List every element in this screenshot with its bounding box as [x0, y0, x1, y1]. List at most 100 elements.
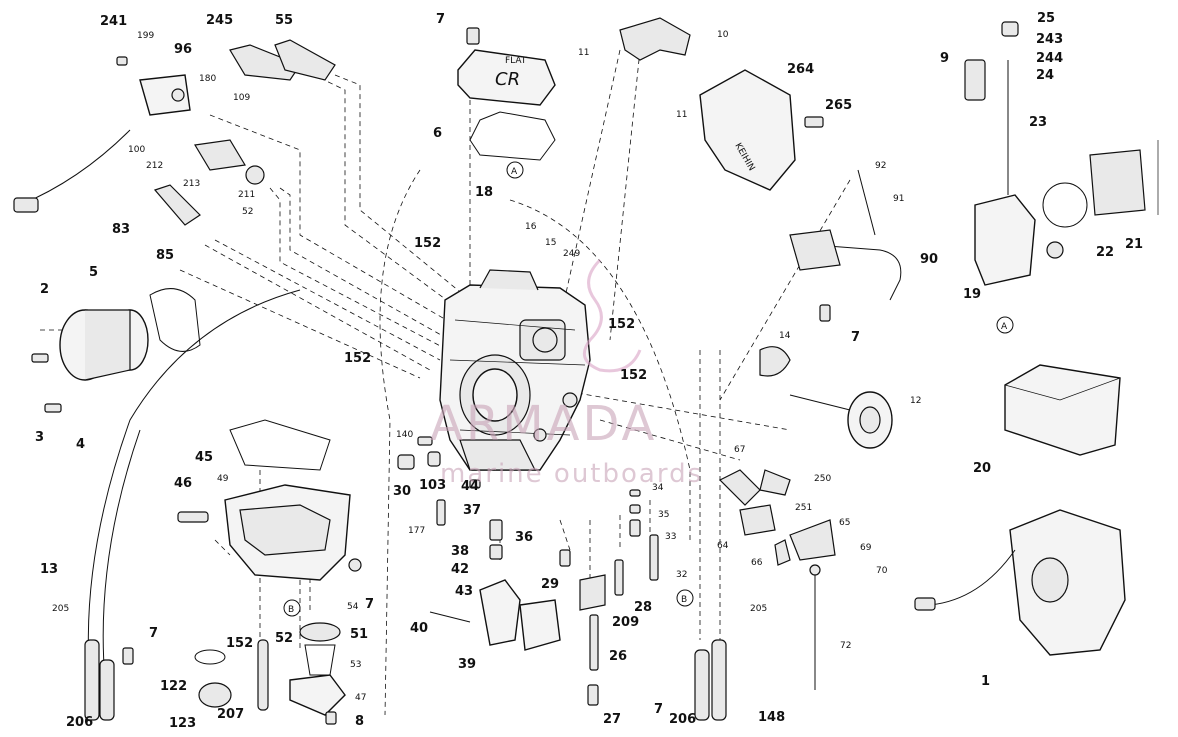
callout-205b: 205: [750, 604, 767, 614]
callout-7b: 7: [851, 330, 860, 345]
callout-1: 1: [981, 674, 990, 689]
callout-123: 123: [169, 716, 196, 731]
callout-21: 21: [1125, 237, 1143, 252]
callout-100: 100: [128, 145, 145, 155]
callout-109: 109: [233, 93, 250, 103]
callout-11a: 11: [578, 48, 589, 58]
callout-23: 23: [1029, 115, 1047, 130]
callout-29: 29: [541, 577, 559, 592]
callout-22: 22: [1096, 245, 1114, 260]
callout-9: 9: [940, 51, 949, 66]
callout-152c: 152: [620, 368, 647, 383]
top-cover: FLAT CR: [457, 27, 556, 161]
callout-70: 70: [876, 566, 888, 576]
callout-209: 209: [612, 615, 639, 630]
watermark-brand: ARMADA: [430, 396, 657, 452]
callout-19: 19: [963, 287, 981, 302]
callout-7d: 7: [365, 597, 374, 612]
callout-250: 250: [814, 474, 831, 484]
watermark-tagline: marine outboards: [440, 459, 703, 489]
watermark: ARMADA marine outboards: [430, 258, 703, 489]
callout-205a: 205: [52, 604, 69, 614]
callout-85: 85: [156, 248, 174, 263]
ref-a-top: A: [511, 167, 518, 177]
callout-34: 34: [652, 483, 664, 493]
callout-54: 54: [347, 602, 359, 612]
callout-7c: 7: [654, 702, 663, 717]
callout-66: 66: [751, 558, 763, 568]
callout-206b: 206: [669, 712, 696, 727]
callout-243: 243: [1036, 32, 1063, 47]
callout-7e: 7: [149, 626, 158, 641]
callout-211: 211: [238, 190, 255, 200]
callout-207: 207: [217, 707, 244, 722]
hot-start-cable: [789, 169, 902, 322]
callout-91: 91: [893, 194, 904, 204]
throttle-drum: [759, 346, 893, 449]
carburetor-body: [439, 269, 591, 471]
callout-140: 140: [396, 430, 413, 440]
callout-4: 4: [76, 437, 85, 452]
ref-b-right: B: [681, 595, 687, 605]
callout-35: 35: [658, 510, 669, 520]
callout-251: 251: [795, 503, 812, 513]
callout-213: 213: [183, 179, 200, 189]
callout-152d: 152: [344, 351, 371, 366]
callout-11b: 11: [676, 110, 687, 120]
callout-40: 40: [410, 621, 428, 636]
pump-cover: [122, 622, 346, 725]
callout-152e: 152: [226, 636, 253, 651]
callout-38: 38: [451, 544, 469, 559]
callout-49: 49: [217, 474, 229, 484]
complete-carburetor: [914, 509, 1126, 656]
callout-39: 39: [458, 657, 476, 672]
throttle-cover: KEIHIN: [619, 17, 824, 191]
callout-177: 177: [408, 526, 425, 536]
callout-46: 46: [174, 476, 192, 491]
callout-51: 51: [350, 627, 368, 642]
callout-245: 245: [206, 13, 233, 28]
callout-264: 264: [787, 62, 814, 77]
cover-flat-text: FLAT: [505, 56, 527, 66]
callout-42: 42: [451, 562, 469, 577]
callout-55: 55: [275, 13, 293, 28]
callout-152a: 152: [414, 236, 441, 251]
parts-bag: [1004, 364, 1121, 456]
callout-249: 249: [563, 249, 580, 259]
callout-152b: 152: [608, 317, 635, 332]
callout-20: 20: [973, 461, 991, 476]
callout-12: 12: [910, 396, 921, 406]
callout-3: 3: [35, 430, 44, 445]
callout-8: 8: [355, 714, 364, 729]
vent-hoses: [13, 129, 727, 721]
callout-33: 33: [665, 532, 676, 542]
callout-7a: 7: [436, 12, 445, 27]
callout-53: 53: [350, 660, 361, 670]
callout-65: 65: [839, 518, 850, 528]
callout-43: 43: [455, 584, 473, 599]
callout-28: 28: [634, 600, 652, 615]
callout-45: 45: [195, 450, 213, 465]
callout-30: 30: [393, 484, 411, 499]
hot-start-plunger: [964, 21, 1146, 286]
callout-24: 24: [1036, 68, 1054, 83]
callout-13: 13: [40, 562, 58, 577]
callout-10: 10: [717, 30, 729, 40]
callout-26: 26: [609, 649, 627, 664]
callout-14: 14: [779, 331, 791, 341]
callout-72: 72: [840, 641, 851, 651]
callout-2: 2: [40, 282, 49, 297]
callout-180: 180: [199, 74, 216, 84]
pump-linkage-parts: [718, 469, 836, 690]
callout-212: 212: [146, 161, 163, 171]
reference-marks: A A B B: [283, 161, 1014, 617]
callout-32: 32: [676, 570, 687, 580]
callout-199: 199: [137, 31, 154, 41]
callout-92: 92: [875, 161, 886, 171]
callout-83: 83: [112, 222, 130, 237]
callout-90: 90: [920, 252, 938, 267]
float-assembly: [429, 579, 561, 651]
callout-36: 36: [515, 530, 533, 545]
callout-47: 47: [355, 693, 366, 703]
callout-16: 16: [525, 222, 537, 232]
